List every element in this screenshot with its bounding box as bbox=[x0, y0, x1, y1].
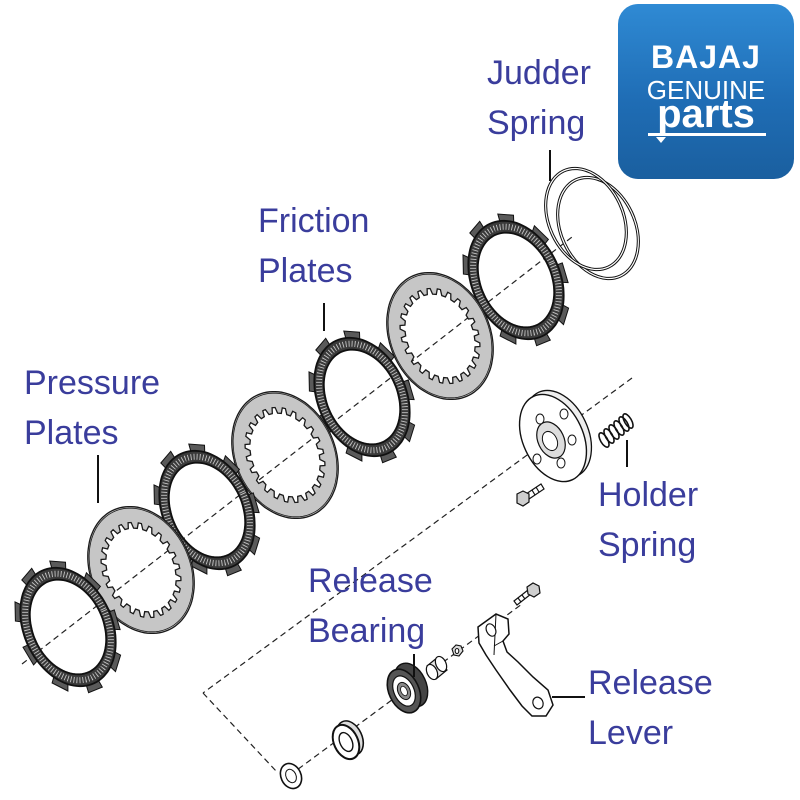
holder-plate-boss bbox=[567, 434, 577, 446]
holder-spring-coil bbox=[618, 416, 630, 432]
bushing-front bbox=[425, 663, 439, 681]
holder-bolt-thread bbox=[535, 486, 540, 493]
label-line: Spring bbox=[487, 104, 586, 142]
holder-plate-boss bbox=[535, 413, 545, 425]
release-bolt-thread bbox=[521, 594, 526, 600]
label-line: Bearing bbox=[308, 612, 426, 650]
friction-plate-inner-edge bbox=[29, 579, 107, 675]
release-bearing-label: Release Bearing bbox=[308, 556, 433, 656]
label-line: Plates bbox=[24, 414, 119, 452]
release-bolt bbox=[513, 582, 541, 606]
release-bearing bbox=[386, 662, 429, 714]
connector-line bbox=[202, 692, 278, 773]
release-washer-small bbox=[279, 762, 303, 790]
friction-plate-inner-edge bbox=[168, 462, 246, 558]
holder-plate-hole bbox=[541, 430, 559, 452]
pressure-plate-edge bbox=[232, 392, 338, 518]
holder-plate-boss bbox=[532, 453, 542, 465]
clutch-plate-stack bbox=[14, 213, 570, 694]
pressure-plates-label: Pressure Plates bbox=[24, 358, 160, 458]
pressure-plate-2 bbox=[231, 390, 339, 520]
friction-plate-4 bbox=[14, 560, 122, 694]
label-line: Pressure bbox=[24, 364, 161, 402]
release-lever-body bbox=[477, 613, 554, 717]
logo-parts: parts bbox=[657, 92, 755, 136]
holder-bolt bbox=[516, 483, 545, 507]
friction-plate-inner-edge bbox=[323, 349, 401, 445]
friction-plate-inner-edge bbox=[477, 232, 555, 328]
judder-spring-ring-front-highlight bbox=[545, 167, 627, 271]
label-line: Holder bbox=[598, 476, 699, 514]
pressure-plate-ring bbox=[231, 390, 339, 520]
holder-spring-label: Holder Spring bbox=[598, 470, 698, 570]
washer-hole bbox=[285, 768, 297, 784]
holder-plate bbox=[518, 389, 593, 483]
judder-spring bbox=[544, 166, 640, 281]
release-lever-pivot-hole bbox=[485, 623, 497, 637]
holder-bolt-head bbox=[516, 490, 530, 507]
label-line: Judder bbox=[487, 54, 591, 92]
release-lever-edge bbox=[493, 640, 504, 647]
release-bolt-thread bbox=[517, 597, 522, 603]
logo-arrow-icon bbox=[656, 137, 666, 143]
holder-axis-line bbox=[202, 377, 633, 694]
holder-plate-boss bbox=[559, 408, 569, 420]
bearing-bore bbox=[400, 685, 408, 697]
label-line: Spring bbox=[598, 526, 697, 564]
label-line: Friction bbox=[258, 202, 370, 240]
label-line: Release bbox=[588, 664, 713, 702]
label-line: Lever bbox=[588, 714, 674, 752]
release-bolt-head bbox=[526, 582, 541, 598]
release-nut bbox=[451, 644, 464, 657]
pressure-plate-ring bbox=[386, 271, 494, 401]
release-bushing bbox=[425, 655, 448, 681]
holder-spring-coil bbox=[622, 413, 634, 429]
holder-spring bbox=[598, 413, 634, 448]
friction-plates-label: Friction Plates bbox=[258, 196, 369, 296]
logo-genuine: GENUINE bbox=[646, 75, 766, 105]
nut-hole bbox=[454, 647, 460, 655]
judder-spring-ring-back-highlight bbox=[557, 176, 639, 280]
release-lever bbox=[477, 613, 554, 717]
release-lever-end-hole bbox=[532, 696, 544, 710]
bushing-end bbox=[434, 655, 448, 673]
holder-plate-boss bbox=[556, 457, 566, 469]
logo-brand: BAJAJ bbox=[651, 39, 761, 75]
holder-bolt-thread bbox=[531, 489, 536, 496]
pressure-plate-1 bbox=[386, 271, 494, 401]
judder-spring-label: Judder Spring bbox=[487, 48, 591, 148]
pressure-plate-edge bbox=[387, 273, 493, 399]
label-line: Release bbox=[308, 562, 433, 600]
label-line: Plates bbox=[258, 252, 353, 290]
release-washer bbox=[331, 720, 365, 761]
leader-lines bbox=[97, 150, 628, 698]
bajaj-genuine-parts-logo: BAJAJ GENUINE parts bbox=[618, 4, 794, 179]
washer-hole bbox=[338, 731, 354, 753]
release-lever-label: Release Lever bbox=[588, 658, 713, 758]
logo-underline bbox=[648, 133, 766, 143]
